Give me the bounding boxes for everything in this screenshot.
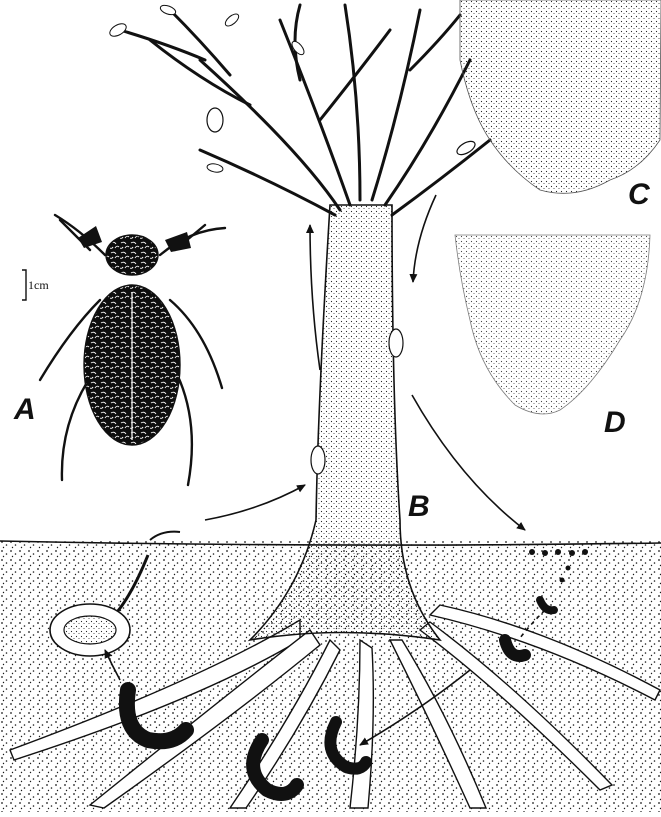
pygidium-c-drawing — [460, 0, 661, 193]
beetle-head — [106, 235, 158, 275]
scale-bar — [22, 270, 26, 300]
label-d: D — [604, 408, 626, 438]
pygidium-d-drawing — [455, 235, 650, 414]
label-c: C — [628, 180, 650, 210]
label-a: A — [14, 395, 36, 425]
adult-at-ground — [150, 532, 180, 540]
scale-bar-label: 1cm — [28, 278, 49, 293]
label-b: B — [408, 492, 430, 522]
leaves — [108, 4, 307, 174]
tree-branches — [120, 5, 490, 215]
